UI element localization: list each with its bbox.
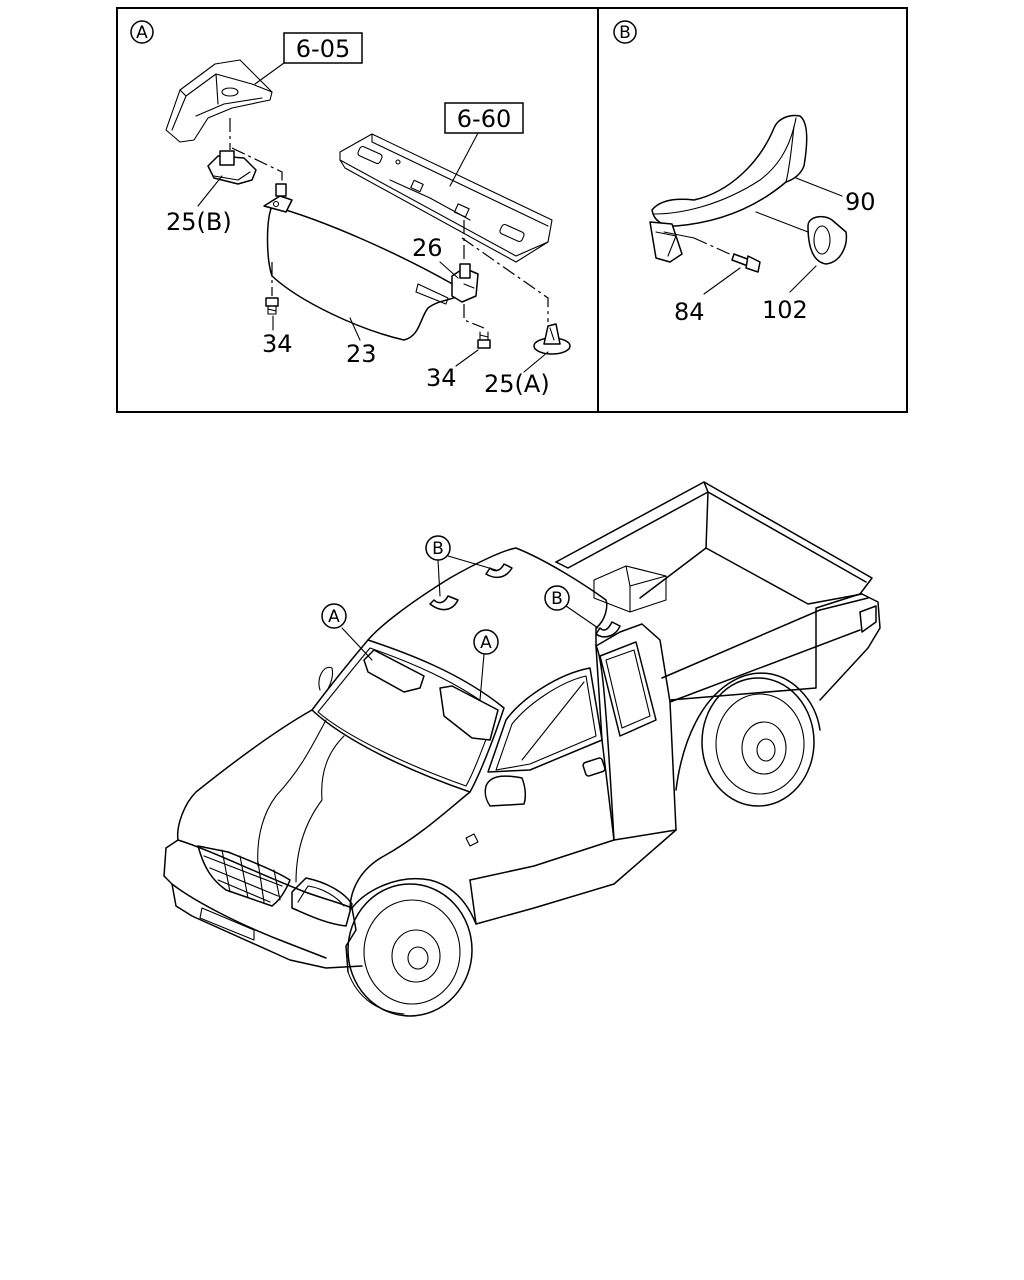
clip-25b[interactable] xyxy=(207,150,257,185)
vehicle-marker-a-right[interactable]: A xyxy=(473,629,499,701)
panel-b-marker: B xyxy=(613,20,637,44)
cap-102[interactable] xyxy=(807,215,848,265)
screw-34-left[interactable] xyxy=(265,297,279,315)
assist-grip-90[interactable] xyxy=(649,114,808,263)
callout-23: 23 xyxy=(346,340,377,368)
vehicle-marker-a-left[interactable]: A xyxy=(321,603,373,661)
callouts-panel-b: 90 84 102 xyxy=(674,177,876,326)
panel-frames xyxy=(116,7,908,413)
vehicle-markers: A A B B xyxy=(321,535,599,701)
callout-26: 26 xyxy=(412,234,443,262)
vehicle-marker-a-left-label: A xyxy=(328,607,340,627)
callout-90: 90 xyxy=(845,188,876,216)
clip-25a[interactable] xyxy=(533,323,571,355)
callout-34-right: 34 xyxy=(426,364,457,392)
callout-34-left: 34 xyxy=(262,330,293,358)
panel-b-marker-label: B xyxy=(619,23,631,43)
callout-25a: 25(A) xyxy=(484,370,550,398)
screw-34-right[interactable] xyxy=(477,331,491,349)
bolt-84[interactable] xyxy=(731,253,761,273)
panel-a-marker: A xyxy=(130,20,154,44)
detail-panel-a: A 6-05 xyxy=(130,20,571,398)
pillar-bracket xyxy=(165,59,273,143)
callout-25b: 25(B) xyxy=(166,208,232,236)
pickup-truck xyxy=(163,481,881,1017)
ref-box-6-05[interactable]: 6-05 xyxy=(254,32,363,85)
sun-visor-23[interactable] xyxy=(263,183,459,341)
ref-box-6-60[interactable]: 6-60 xyxy=(444,102,524,187)
vehicle-marker-b-rear[interactable]: B xyxy=(544,585,599,629)
callout-84: 84 xyxy=(674,298,705,326)
callouts-panel-a: 25(B) 26 34 23 34 25(A) xyxy=(166,175,550,398)
panel-a-marker-label: A xyxy=(136,23,148,43)
ref-label-6-05: 6-05 xyxy=(296,35,350,63)
vehicle-marker-b-rear-label: B xyxy=(551,589,563,609)
vehicle-marker-b-top-label: B xyxy=(432,539,444,559)
callout-102: 102 xyxy=(762,296,808,324)
ref-label-6-60: 6-60 xyxy=(457,105,511,133)
detail-panel-b: B 90 84 102 xyxy=(613,20,876,326)
visor-holder-26[interactable] xyxy=(451,263,479,303)
roof-rail xyxy=(339,133,553,263)
vehicle-marker-b-top[interactable]: B xyxy=(425,535,497,597)
vehicle-marker-a-right-label: A xyxy=(480,633,492,653)
